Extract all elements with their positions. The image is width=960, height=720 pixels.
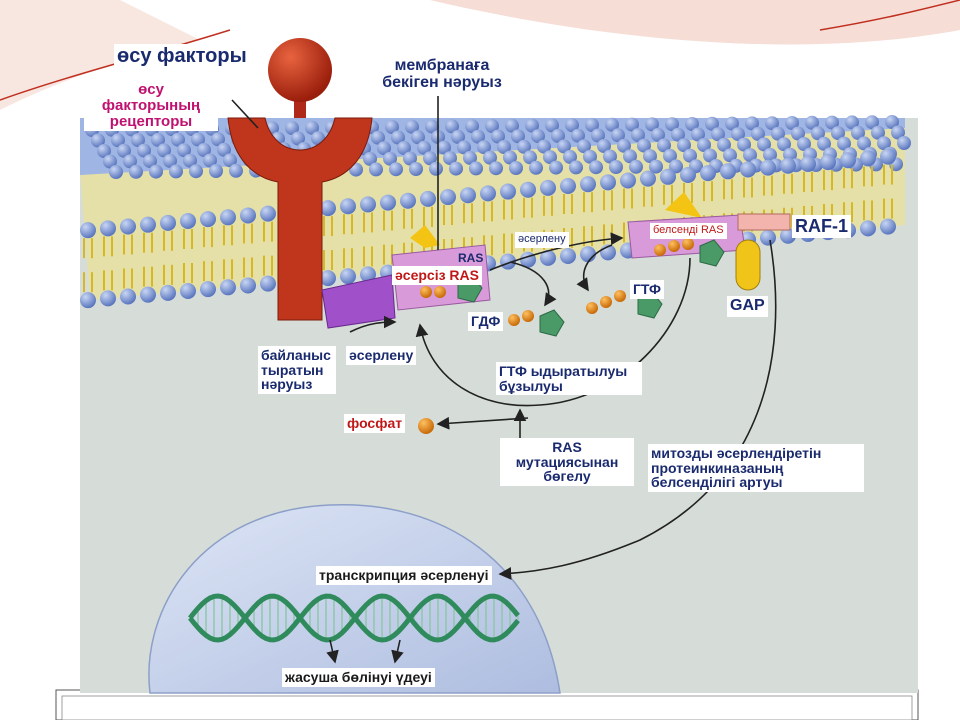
growth-factor-label: өсу факторы [114, 44, 250, 69]
growth-factor-receptor-label: өсу факторының рецепторы [84, 80, 218, 132]
gtp-hydrolysis-label: ГТФ ыдыратылуы бұзылуы [496, 362, 642, 396]
gap-protein [735, 239, 761, 291]
membrane-anchored-protein-label: мембранаға бекіген нәруыз [364, 56, 520, 94]
gap-label: GAP [727, 296, 768, 317]
raf1-protein [737, 213, 791, 231]
activation-bottom-label: әсерлену [346, 346, 417, 365]
phosphate-label: фосфат [344, 414, 406, 433]
nucleus [148, 503, 561, 694]
growth-factor [268, 38, 332, 118]
ras-mutation-block-label: RAS мутациясынан бөгелу [500, 438, 634, 487]
active-ras-label: белсенді RAS [650, 223, 727, 239]
raf1-label: RAF-1 [792, 215, 851, 238]
gdp-label: ГДФ [468, 312, 504, 331]
transcription-activation-label: транскрипция әсерленуі [316, 566, 492, 585]
binding-protein-label: байланыс тыратын нәруыз [258, 346, 336, 395]
ras-on-membrane-label: RAS [458, 251, 484, 265]
gtp-label: ГТФ [630, 280, 664, 299]
mitogen-kinase-label: митозды әсерлендіретін протеинкиназаның … [648, 444, 864, 493]
dna-helix [188, 593, 520, 643]
growth-factor-receptor [227, 117, 373, 321]
cell-division-acceleration-label: жасуша бөлінуі үдеуі [282, 668, 435, 687]
inactive-ras-label: әсерсіз RAS [392, 266, 482, 285]
activation-top-label: әсерлену [515, 232, 569, 248]
phosphate-ball [418, 238, 694, 434]
